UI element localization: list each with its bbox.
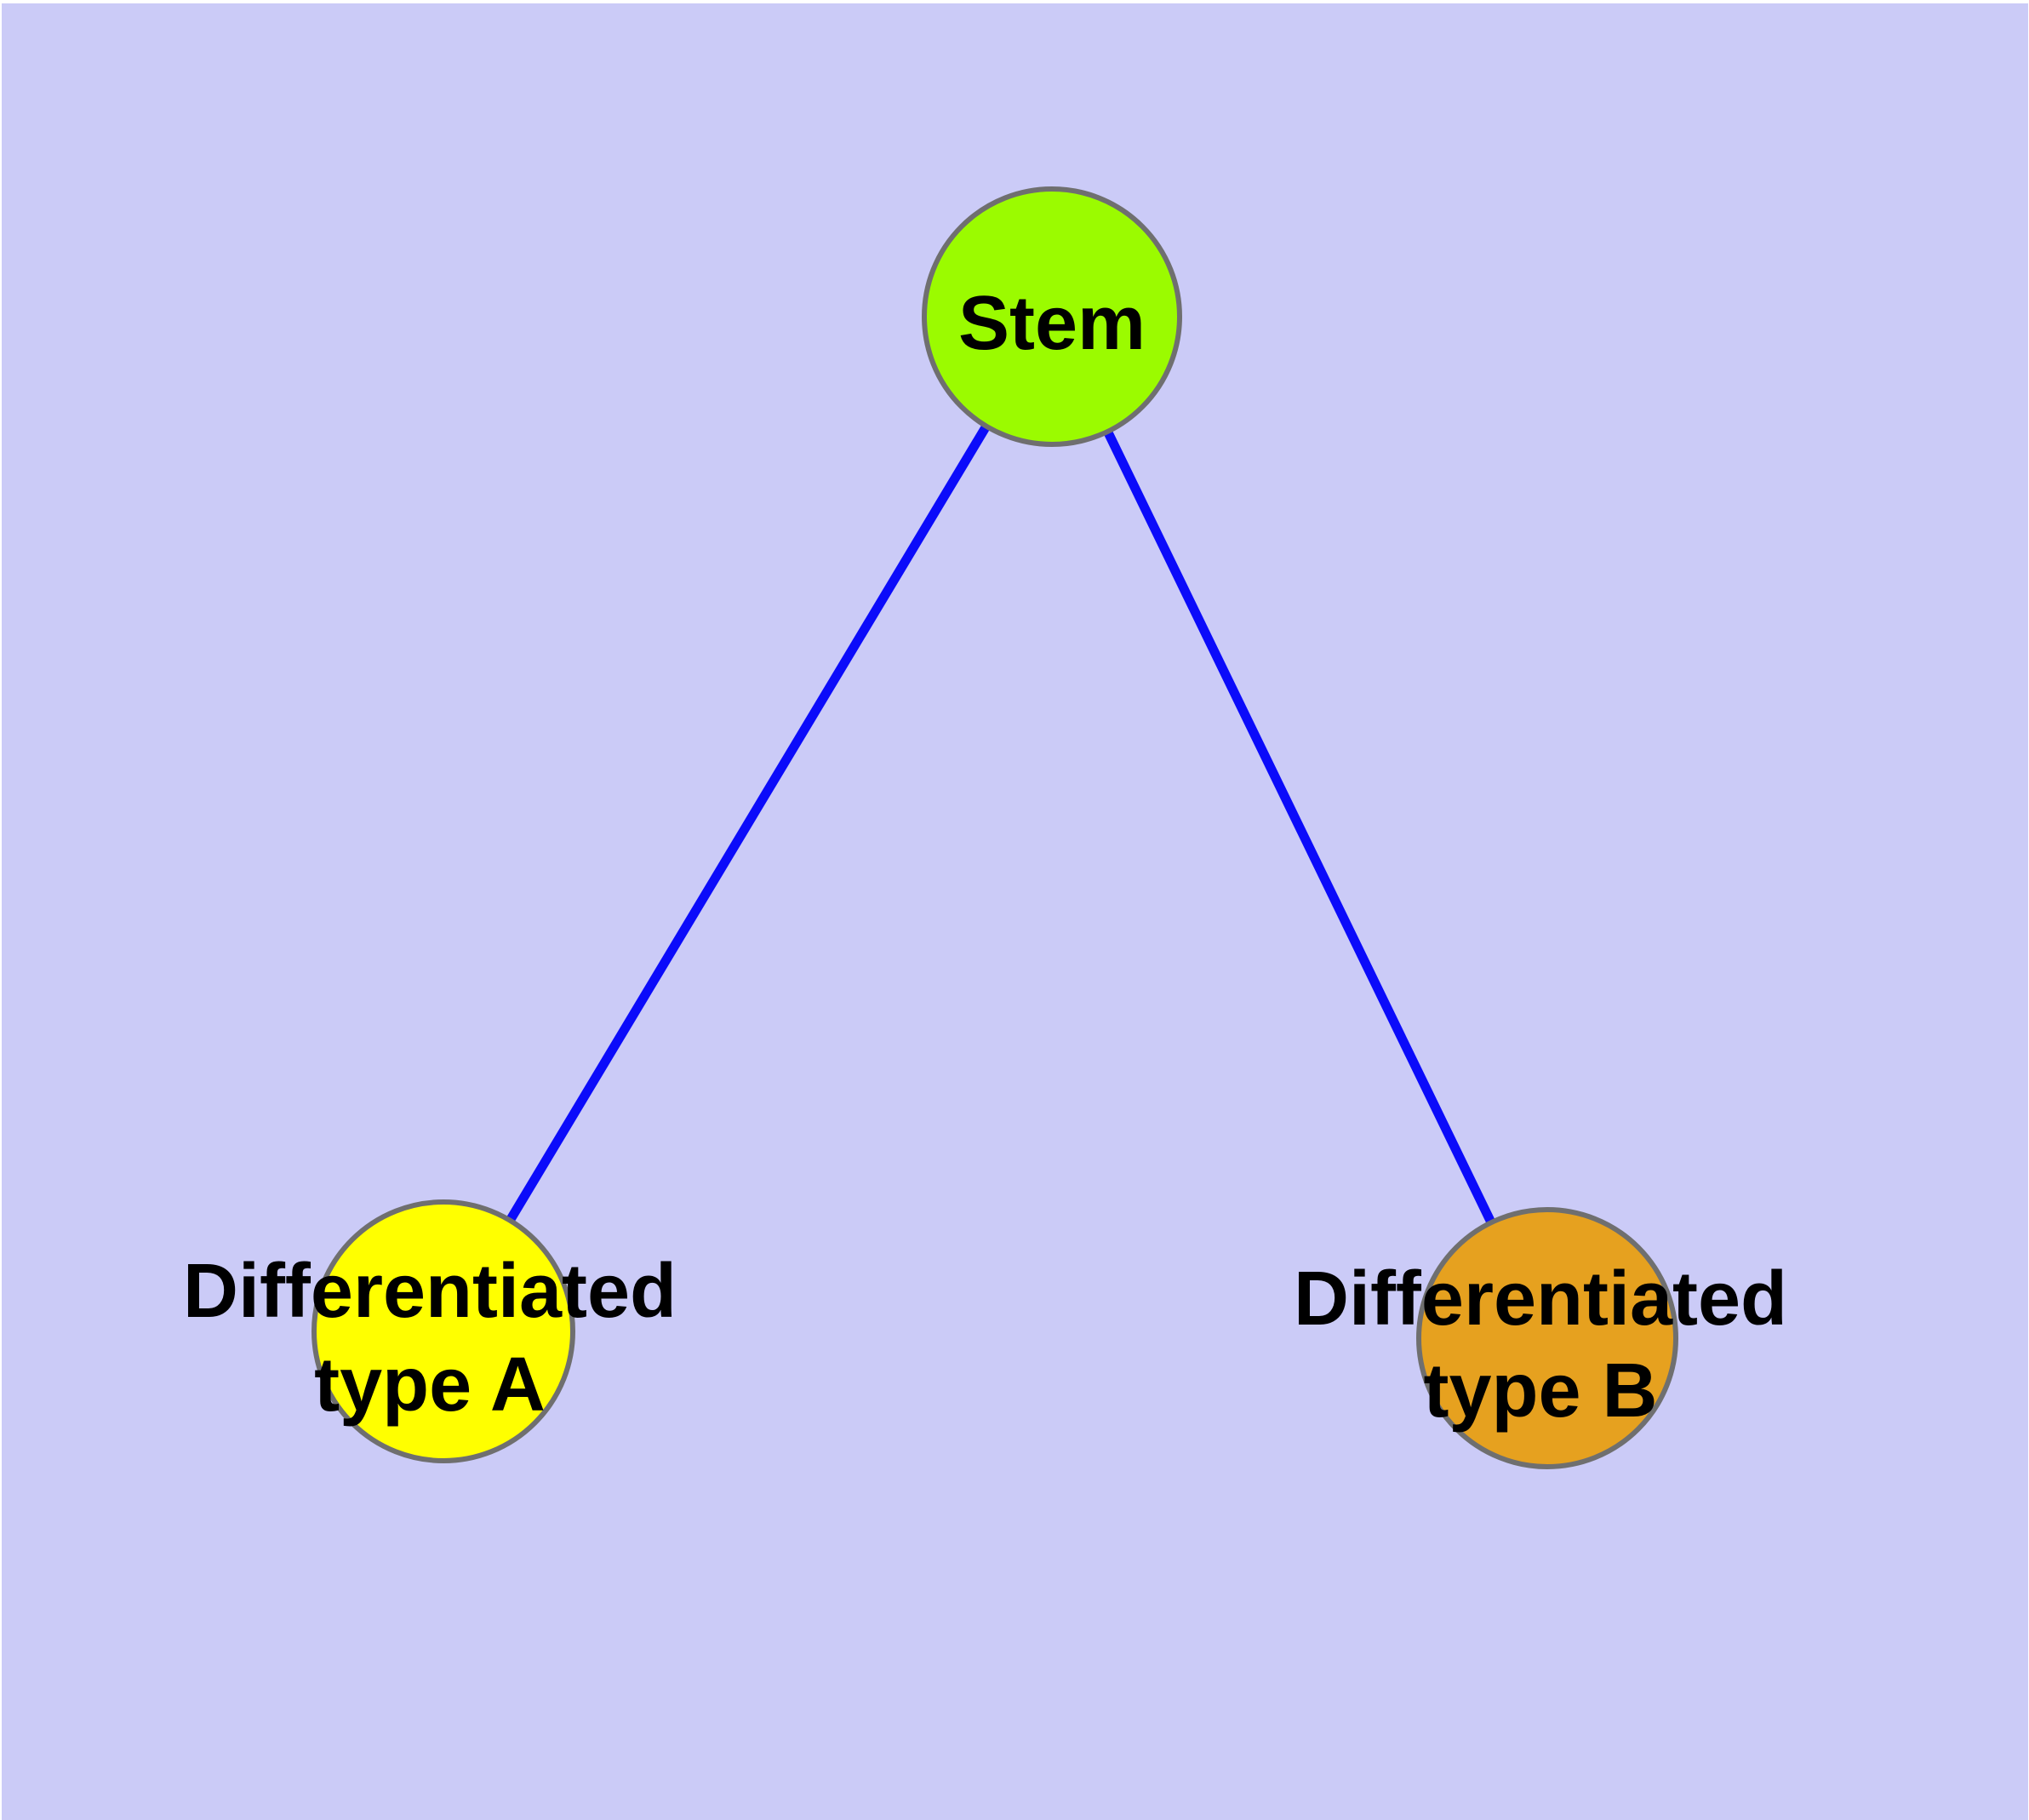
node-stem <box>922 186 1182 447</box>
node-type-a <box>311 1199 575 1463</box>
node-stem-label: Stem <box>958 281 1146 366</box>
node-type-b <box>1416 1207 1678 1469</box>
edge-stem-to-type-b <box>1048 314 1552 1341</box>
node-type-a-label-line2: type A <box>314 1342 546 1428</box>
node-type-a-label-line1: Differentiated <box>183 1249 677 1334</box>
node-type-b-label-line1: Differentiated <box>1294 1256 1787 1342</box>
node-type-b-label-line2: type B <box>1423 1348 1657 1434</box>
edge-stem-to-type-a <box>439 314 1056 1334</box>
